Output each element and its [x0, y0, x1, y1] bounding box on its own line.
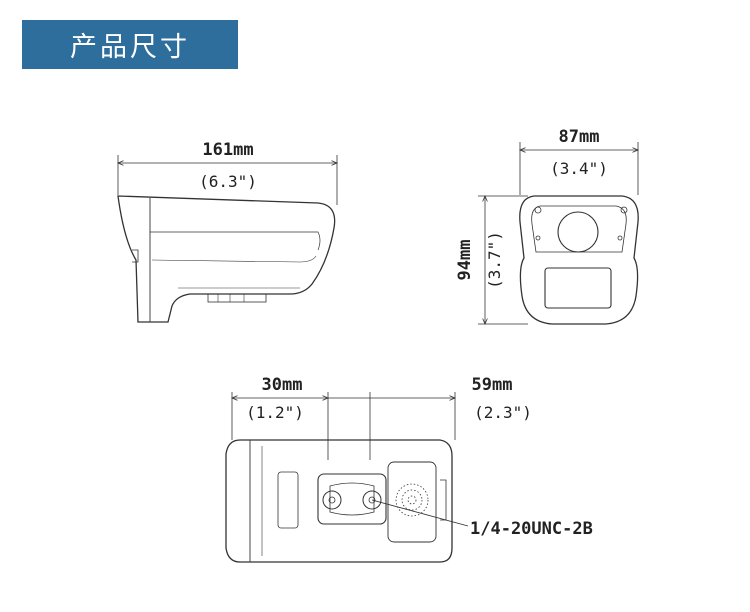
side-width-mm: 161mm: [202, 140, 253, 160]
front-view: [478, 142, 639, 324]
thread-callout: 1/4-20UNC-2B: [470, 519, 593, 539]
bottom-right-mm: 59mm: [472, 375, 513, 395]
front-height-in: (3.7"): [485, 231, 504, 289]
front-width-in: (3.4"): [550, 159, 608, 178]
front-height-mm: 94mm: [455, 240, 475, 281]
bottom-view: [225, 392, 469, 563]
bottom-right-in: (2.3"): [474, 403, 532, 422]
page-title: 产品尺寸: [22, 20, 238, 69]
bottom-left-in: (1.2"): [246, 403, 304, 422]
side-width-in: (6.3"): [199, 172, 257, 191]
front-width-mm: 87mm: [559, 127, 600, 147]
side-view: [118, 155, 337, 323]
bottom-left-mm: 30mm: [262, 375, 303, 395]
